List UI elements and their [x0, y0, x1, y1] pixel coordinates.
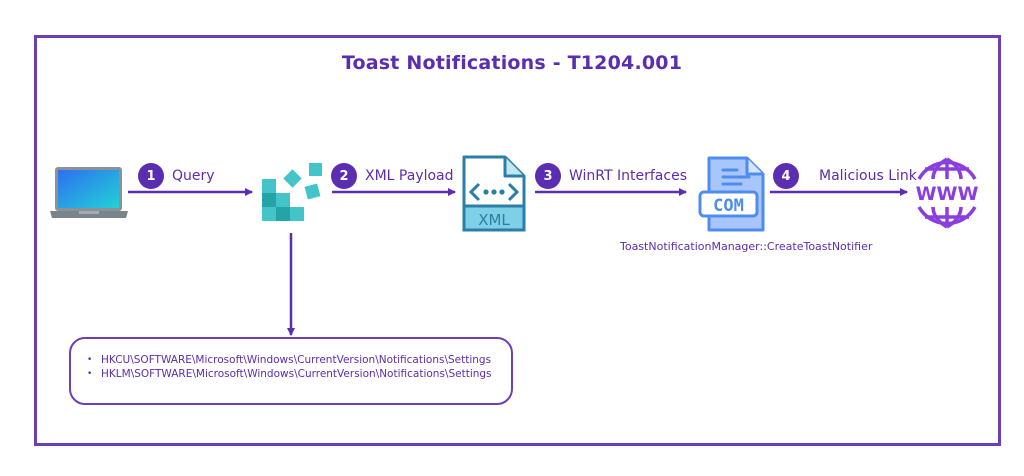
- registry-keys-box: HKCU\SOFTWARE\Microsoft\Windows\CurrentV…: [69, 337, 513, 405]
- step-2: 2 XML Payload: [331, 163, 454, 189]
- step-1: 1 Query: [138, 163, 215, 189]
- xml-file-icon: XML: [462, 155, 526, 232]
- registry-icon: [262, 163, 322, 221]
- step-label: XML Payload: [365, 168, 454, 184]
- registry-keys-list: HKCU\SOFTWARE\Microsoft\Windows\CurrentV…: [71, 353, 511, 381]
- step-label: WinRT Interfaces: [569, 168, 687, 184]
- step-4: 4 Malicious Link: [773, 163, 917, 189]
- diagram-title: Toast Notifications - T1204.001: [341, 52, 683, 74]
- registry-key-item: HKLM\SOFTWARE\Microsoft\Windows\CurrentV…: [87, 367, 511, 381]
- com-label: COM: [713, 196, 744, 216]
- www-globe-icon: WWW: [916, 157, 979, 229]
- com-caption: ToastNotificationManager::CreateToastNot…: [620, 240, 873, 253]
- com-file-icon: COM: [698, 156, 765, 232]
- xml-label: XML: [478, 211, 510, 229]
- step-3: 3 WinRT Interfaces: [535, 163, 687, 189]
- step-badge: 3: [535, 163, 561, 189]
- step-label: Query: [172, 168, 215, 184]
- www-label: WWW: [916, 183, 979, 205]
- laptop-icon: [50, 167, 128, 218]
- step-badge: 2: [331, 163, 357, 189]
- step-badge: 1: [138, 163, 164, 189]
- step-label: Malicious Link: [819, 168, 917, 184]
- step-badge: 4: [773, 163, 799, 189]
- registry-key-item: HKCU\SOFTWARE\Microsoft\Windows\CurrentV…: [87, 353, 511, 367]
- diagram-frame: [34, 35, 1001, 446]
